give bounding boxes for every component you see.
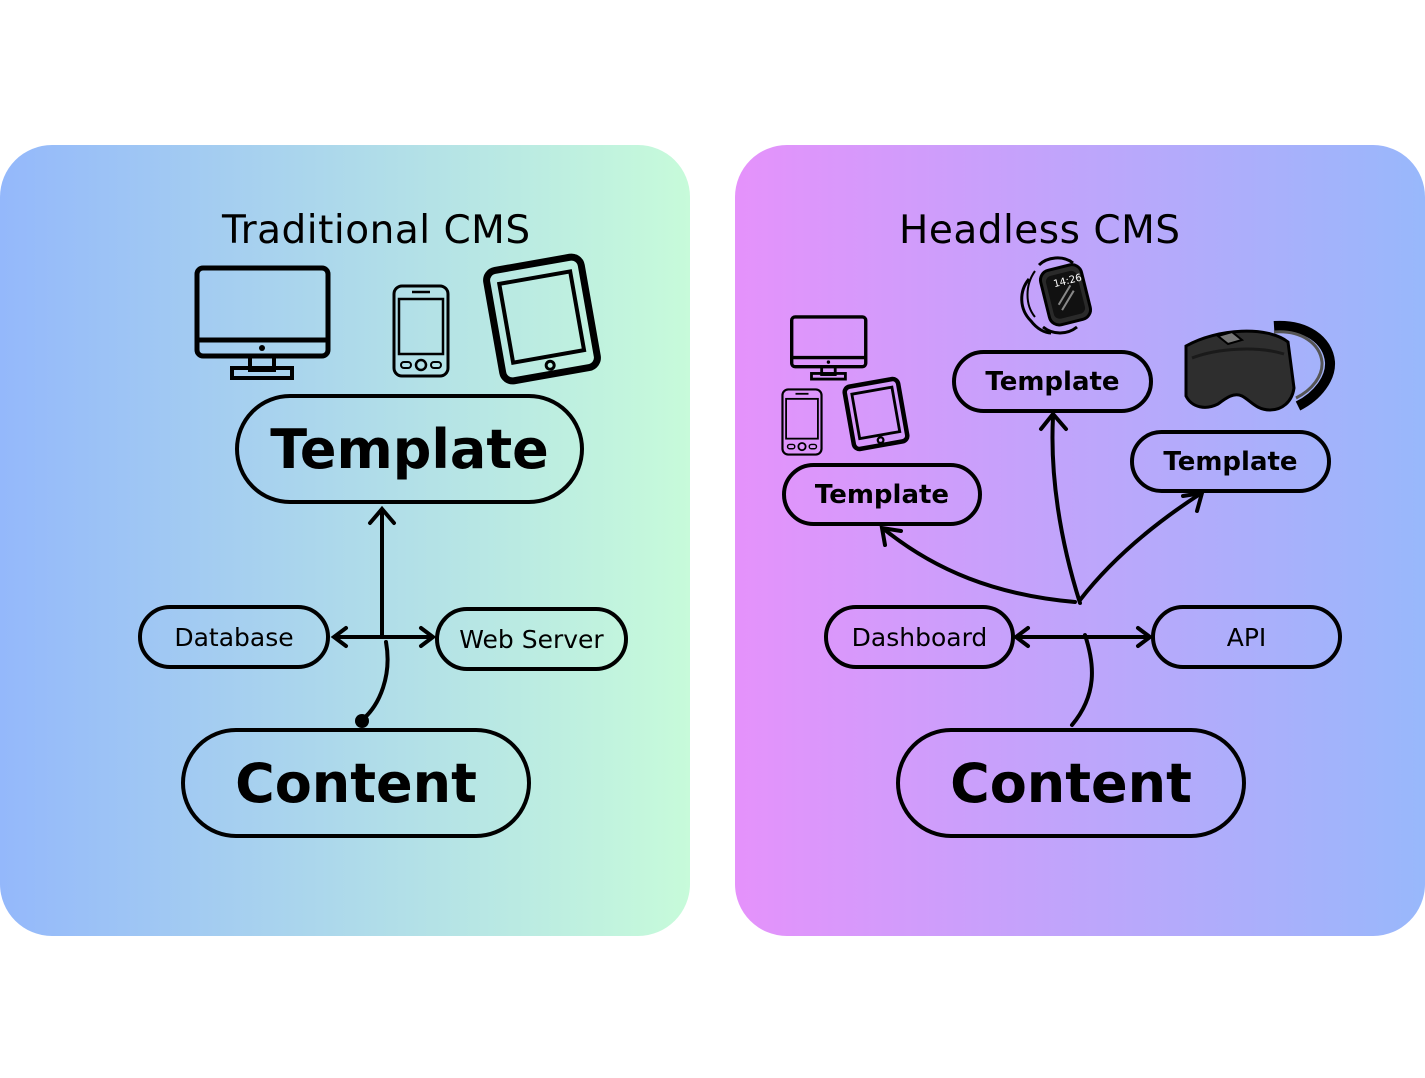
smartphone-icon: [781, 388, 823, 456]
desktop-monitor-icon: [194, 265, 331, 380]
vr-headset-icon: [1184, 320, 1335, 412]
template-box: Template: [235, 394, 584, 504]
template-vr-box: Template: [1130, 430, 1331, 493]
content-box: Content: [181, 728, 531, 838]
web-server-box: Web Server: [435, 607, 628, 671]
headless-cms-panel: Headless CMS 14: [735, 145, 1425, 936]
traditional-cms-title: Traditional CMS: [222, 208, 531, 253]
tablet-icon: [842, 376, 910, 452]
tablet-icon: [483, 253, 601, 385]
headless-connectors: [879, 410, 1205, 727]
database-box: Database: [138, 605, 330, 669]
template-devices-box: Template: [782, 463, 982, 526]
desktop-monitor-icon: [790, 315, 868, 381]
headless-cms-title: Headless CMS: [899, 208, 1181, 253]
content-box: Content: [896, 728, 1246, 838]
api-box: API: [1151, 605, 1342, 669]
template-watch-box: Template: [952, 350, 1153, 413]
smartphone-icon: [392, 284, 450, 378]
traditional-connectors: [330, 505, 437, 728]
smartwatch-icon: 14:26: [1020, 256, 1093, 335]
connector-dot: [355, 714, 369, 728]
dashboard-box: Dashboard: [824, 605, 1015, 669]
traditional-cms-panel: Traditional CMS: [0, 145, 690, 936]
